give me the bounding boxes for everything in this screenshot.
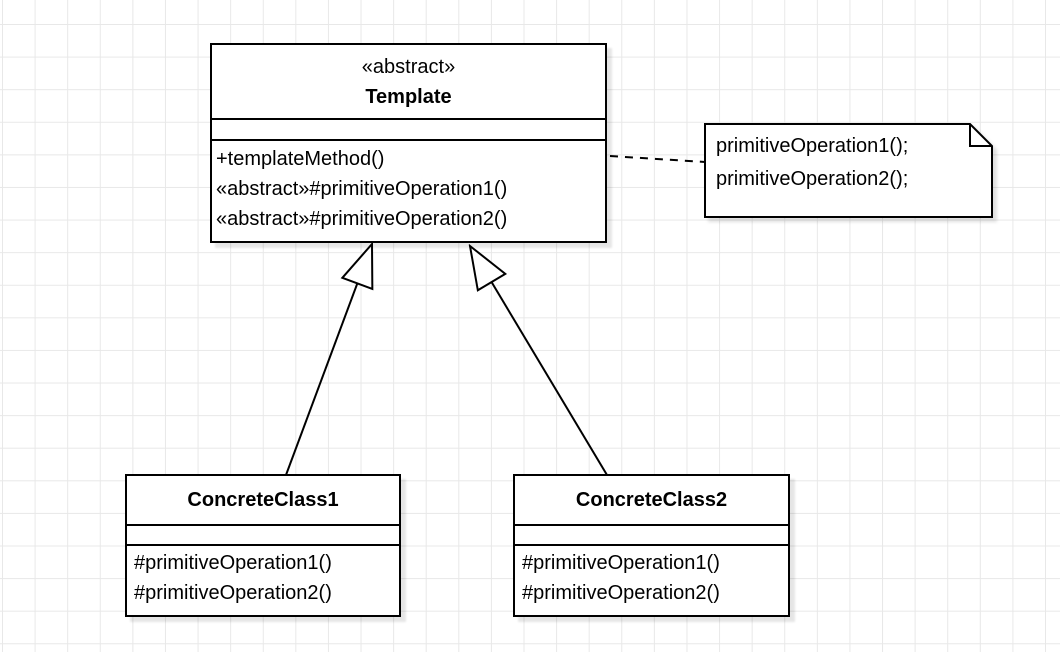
operation: «abstract»#primitiveOperation1() xyxy=(216,178,508,200)
class-concrete2-attributes-compartment xyxy=(515,526,788,546)
class-concrete1[interactable]: ConcreteClass1 #primitiveOperation1() #p… xyxy=(125,474,401,617)
class-concrete1-operations-compartment: #primitiveOperation1() #primitiveOperati… xyxy=(127,546,399,615)
note-shape[interactable] xyxy=(704,123,993,218)
note-text[interactable]: primitiveOperation1(); primitiveOperatio… xyxy=(705,124,992,217)
class-template-attributes-compartment xyxy=(212,120,605,141)
operation: +templateMethod() xyxy=(216,148,385,170)
class-template-header: «abstract» Template xyxy=(212,45,605,120)
class-template[interactable]: «abstract» Template +templateMethod() «a… xyxy=(210,43,607,243)
generalization-arrow-concrete1[interactable] xyxy=(285,244,372,476)
note-line: primitiveOperation2(); xyxy=(716,168,909,190)
class-template-stereotype: «abstract» xyxy=(361,55,456,78)
class-concrete1-header: ConcreteClass1 xyxy=(127,476,399,526)
class-concrete2-header: ConcreteClass2 xyxy=(515,476,788,526)
operation: #primitiveOperation1() xyxy=(522,552,720,574)
note-line: primitiveOperation1(); xyxy=(716,135,909,157)
operation: #primitiveOperation2() xyxy=(522,582,720,604)
class-concrete2-name: ConcreteClass2 xyxy=(575,489,728,511)
class-template-name: Template xyxy=(365,85,452,108)
operation: #primitiveOperation1() xyxy=(134,552,332,574)
note-fold-corner xyxy=(969,124,992,147)
operation: #primitiveOperation2() xyxy=(134,582,332,604)
class-concrete2[interactable]: ConcreteClass2 #primitiveOperation1() #p… xyxy=(513,474,790,617)
operation: «abstract»#primitiveOperation2() xyxy=(216,208,508,230)
class-concrete2-operations-compartment: #primitiveOperation1() #primitiveOperati… xyxy=(515,546,788,615)
class-template-operations-compartment: +templateMethod() «abstract»#primitiveOp… xyxy=(212,141,605,241)
note-link-connector[interactable] xyxy=(609,155,706,163)
generalization-arrow-concrete2[interactable] xyxy=(470,246,608,476)
class-concrete1-attributes-compartment xyxy=(127,526,399,546)
class-concrete1-name: ConcreteClass1 xyxy=(187,489,339,511)
